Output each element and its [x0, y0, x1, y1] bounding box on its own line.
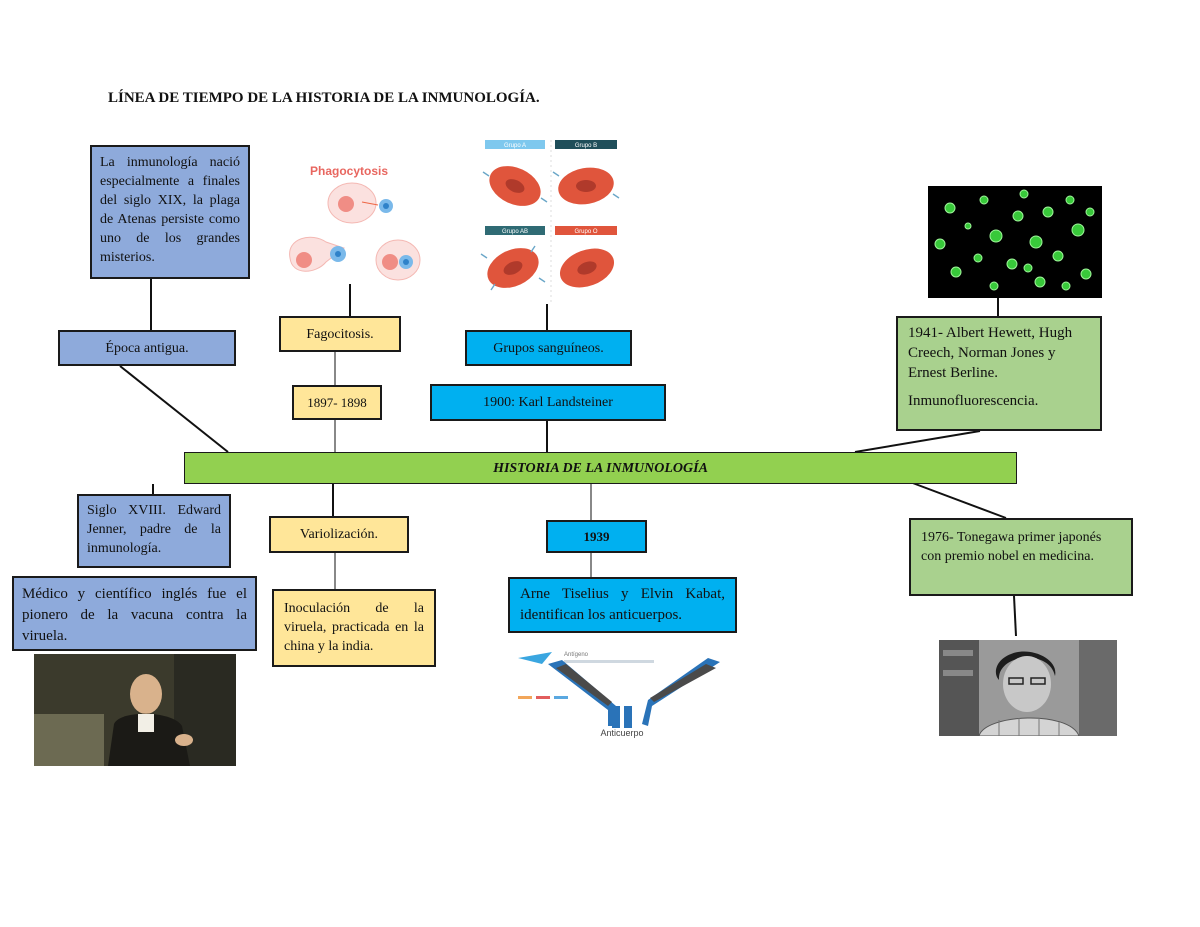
- antigua-label-box: Época antigua.: [58, 330, 236, 366]
- antigua-description: La inmunología nació especialmente a fin…: [100, 155, 240, 265]
- grupos-label: Grupos sanguíneos.: [493, 340, 604, 356]
- inmunofluorescencia-box: 1941- Albert Hewett, Hugh Creech, Norman…: [896, 316, 1102, 431]
- blood-group-o-label: Grupo O: [574, 229, 597, 235]
- tonegawa-description: 1976- Tonegawa primer japonés con premio…: [921, 530, 1102, 564]
- tonegawa-photo: [939, 640, 1117, 736]
- fagocitosis-year-box: 1897- 1898: [292, 385, 382, 420]
- connector-tonegawa-photo: [1013, 595, 1017, 637]
- antigua-description-box: La inmunología nació especialmente a fin…: [90, 145, 250, 279]
- jenner-label-box: Siglo XVIII. Edward Jenner, padre de la …: [77, 494, 231, 568]
- phagocytosis-image-title: Phagocytosis: [310, 164, 388, 178]
- blood-groups-image: Grupo A Grupo B Grupo AB Grupo O: [480, 140, 620, 304]
- fagocitosis-year: 1897- 1898: [307, 395, 367, 410]
- blood-group-a-label: Grupo A: [504, 143, 526, 149]
- blood-group-b-label: Grupo B: [575, 143, 597, 149]
- blood-group-ab-label: Grupo AB: [502, 229, 528, 235]
- inmunofluorescencia-researchers: 1941- Albert Hewett, Hugh Creech, Norman…: [908, 325, 1073, 381]
- variolizacion-label-box: Variolización.: [269, 516, 409, 553]
- connector-antigua-timeline: [119, 365, 229, 453]
- year-1939: 1939: [583, 529, 610, 544]
- grupos-label-box: Grupos sanguíneos.: [465, 330, 632, 366]
- grupos-year-box: 1900: Karl Landsteiner: [430, 384, 666, 421]
- phagocytosis-image: Phagocytosis: [289, 164, 421, 281]
- timeline-bar: HISTORIA DE LA INMUNOLOGÍA: [184, 452, 1017, 484]
- antigua-label: Época antigua.: [105, 340, 189, 356]
- inmunofluorescencia-label: Inmunofluorescencia.: [908, 393, 1039, 409]
- jenner-portrait: [34, 654, 236, 766]
- year-1939-box: 1939: [546, 520, 647, 553]
- tiselius-box: Arne Tiselius y Elvin Kabat, identifican…: [508, 577, 737, 633]
- timeline-label: HISTORIA DE LA INMUNOLOGÍA: [493, 460, 708, 476]
- jenner-label: Siglo XVIII. Edward Jenner, padre de la …: [87, 503, 221, 556]
- fagocitosis-label: Fagocitosis.: [306, 326, 374, 342]
- connector-tonegawa-timeline: [909, 481, 1007, 519]
- jenner-description: Médico y científico inglés fue el pioner…: [22, 586, 247, 644]
- antibody-antigen-label: Antígeno: [564, 652, 589, 658]
- antibody-caption: Anticuerpo: [600, 728, 643, 738]
- tiselius-description: Arne Tiselius y Elvin Kabat, identifican…: [520, 586, 725, 623]
- immunofluorescence-image: [928, 186, 1102, 298]
- variolizacion-label: Variolización.: [299, 527, 379, 542]
- page-title: LÍNEA DE TIEMPO DE LA HISTORIA DE LA INM…: [108, 90, 540, 106]
- antibody-image: Antígeno Anticuerpo: [518, 652, 720, 738]
- connector-inmuno-timeline: [854, 430, 981, 453]
- variolizacion-description-box: Inoculación de la viruela, practicada en…: [272, 589, 436, 667]
- fagocitosis-label-box: Fagocitosis.: [279, 316, 401, 352]
- grupos-year: 1900: Karl Landsteiner: [483, 395, 613, 410]
- jenner-description-box: Médico y científico inglés fue el pioner…: [12, 576, 257, 651]
- variolizacion-description: Inoculación de la viruela, practicada en…: [284, 601, 424, 654]
- tonegawa-box: 1976- Tonegawa primer japonés con premio…: [909, 518, 1133, 596]
